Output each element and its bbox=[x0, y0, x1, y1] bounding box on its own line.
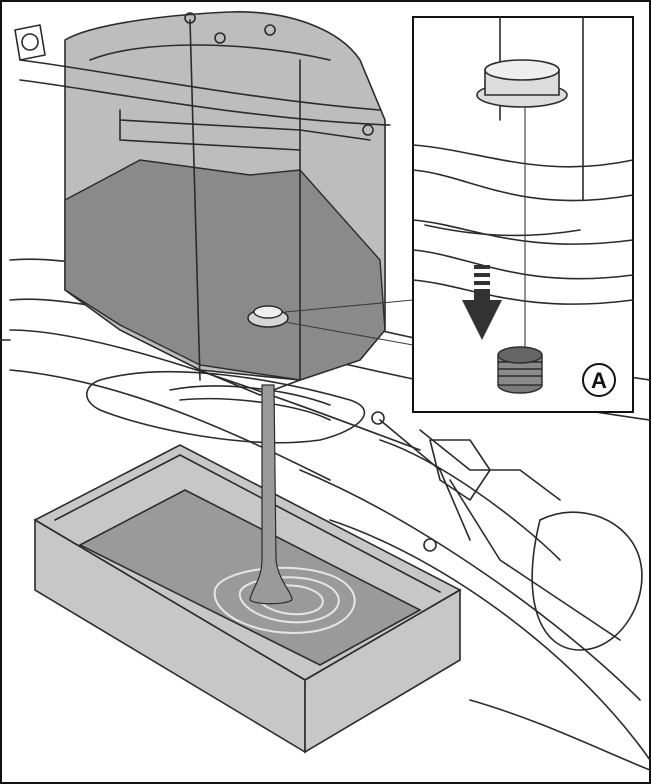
callout-label-a: A bbox=[591, 368, 607, 393]
drain-plug bbox=[497, 346, 543, 394]
inset-detail-a: A bbox=[412, 16, 634, 413]
callout-leader bbox=[284, 299, 414, 313]
drain-pan bbox=[33, 444, 462, 754]
oil-tank bbox=[14, 11, 391, 396]
remove-direction-arrow bbox=[462, 265, 502, 340]
oil-stream bbox=[249, 384, 293, 605]
callout-label-circle bbox=[582, 363, 616, 397]
